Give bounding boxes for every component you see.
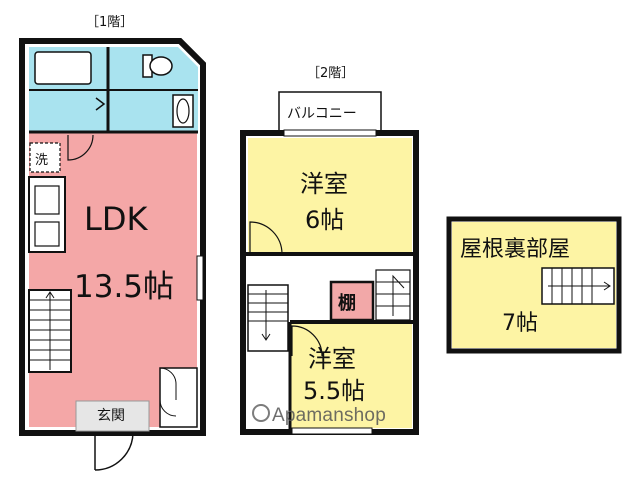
- entrance-label: 玄関: [97, 407, 125, 424]
- closet-label: 棚: [338, 292, 356, 314]
- window-icon: [196, 255, 204, 301]
- stairs-arrow-head-icon: [45, 291, 55, 299]
- window-icon: [283, 129, 377, 137]
- wash-label: 洗: [35, 153, 48, 168]
- watermark-text: Apamanshop: [272, 405, 386, 426]
- stove-icon: [34, 221, 60, 247]
- door-swing-icon: [291, 325, 323, 357]
- ladder-arrow-icon: [392, 274, 405, 316]
- stairs-arrow-head-icon: [261, 333, 271, 341]
- attic-label: 屋根裏部屋: [460, 237, 570, 262]
- watermark-logo: Apamanshop: [252, 404, 386, 427]
- room1-label: 洋室: [300, 170, 348, 198]
- stairs-floor2: [247, 284, 289, 352]
- door-arrow-icon: [95, 97, 106, 111]
- ldk-size: 13.5帖: [74, 269, 174, 305]
- room2-size: 5.5帖: [303, 377, 365, 405]
- door-swing-icon: [249, 221, 283, 255]
- balcony-label: バルコニー: [287, 106, 357, 122]
- room2-label: 洋室: [308, 345, 356, 373]
- washer-box: [29, 142, 61, 173]
- attic-size: 7帖: [502, 311, 538, 336]
- attic-outer-wall: [446, 216, 622, 354]
- floor1-outer-wall: [19, 38, 206, 436]
- door-swing-icon: [67, 134, 94, 161]
- closet: [329, 280, 375, 322]
- closet-door-icon: [159, 367, 177, 417]
- floor1-label: ［1階］: [86, 15, 133, 30]
- basin-bowl-icon: [176, 98, 190, 124]
- window-icon: [291, 427, 373, 435]
- toilet-icon: [149, 56, 173, 76]
- sink-icon: [34, 185, 60, 215]
- balcony: [278, 91, 382, 133]
- watermark-icon: [252, 404, 270, 422]
- attic-stairs-arrow-head-icon: [603, 281, 611, 291]
- entrance-door-icon: [94, 432, 134, 471]
- bathtub-icon: [34, 51, 92, 85]
- ldk-label: LDK: [84, 200, 148, 238]
- floor2-label: ［2階］: [307, 66, 354, 81]
- entrance: [75, 400, 150, 432]
- western-room-2: [290, 324, 412, 428]
- shoe-closet: [159, 367, 198, 428]
- room1-size: 6帖: [305, 206, 344, 234]
